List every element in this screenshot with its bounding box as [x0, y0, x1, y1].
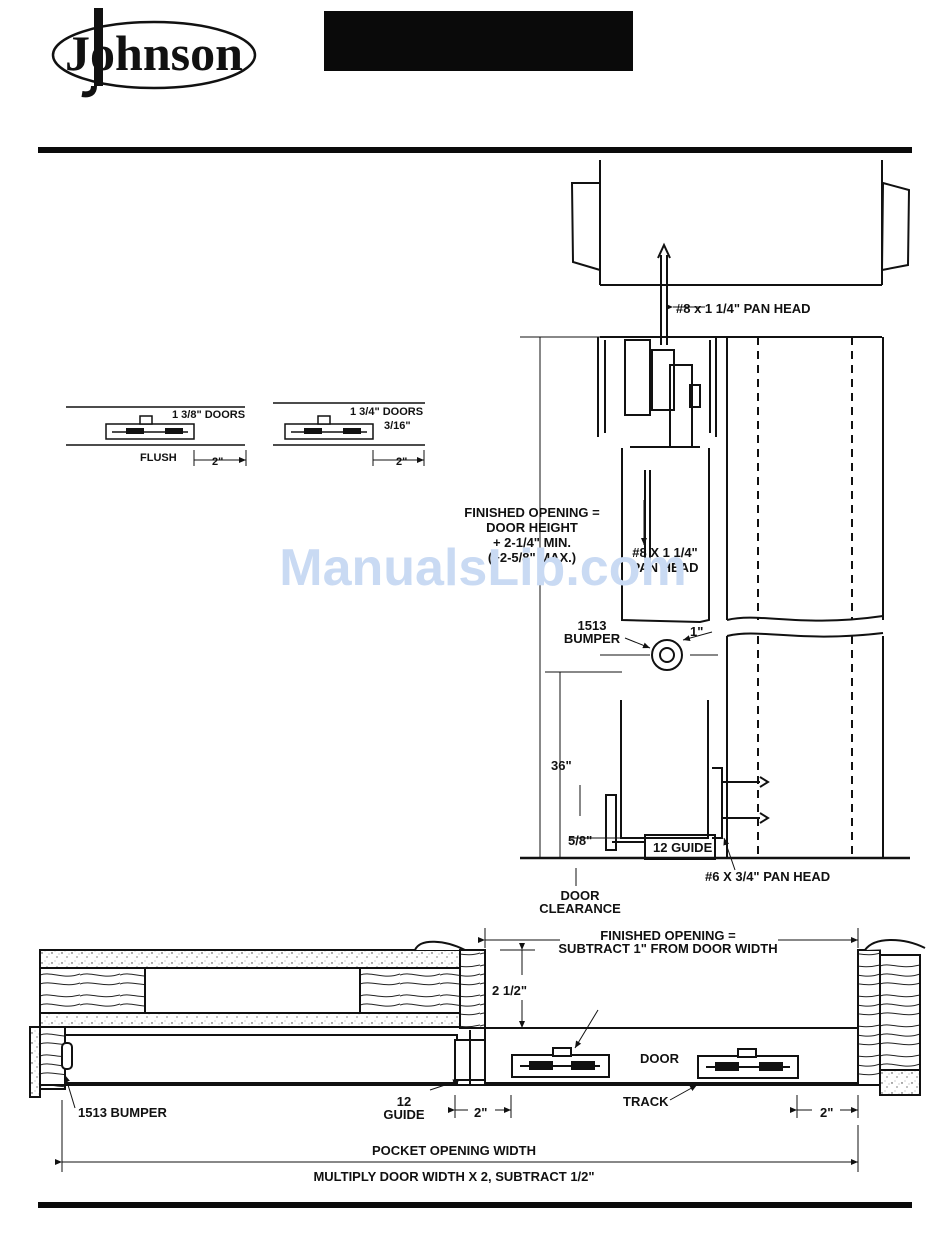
- watermark: ManualsLib.com: [279, 539, 686, 597]
- plan-guide-line-2: GUIDE: [383, 1107, 425, 1122]
- header-rule: [38, 147, 912, 153]
- side-elevation: [520, 160, 911, 886]
- guide-label: 12 GUIDE: [653, 840, 713, 855]
- plan-guide-line-1: 12: [397, 1094, 411, 1109]
- door-clearance-line-1: DOOR: [561, 888, 601, 903]
- finished-opening-line-3: + 2-1/4" MIN.: [493, 535, 571, 550]
- detail-1-flush: FLUSH: [140, 452, 177, 464]
- side-elevation-labels: #8 x 1 1/4" PAN HEAD FINISHED OPENING = …: [464, 301, 830, 916]
- finished-opening-line-1: FINISHED OPENING =: [464, 505, 600, 520]
- brand-logo: Johnson: [51, 8, 257, 98]
- detail-1-dim: 2": [212, 456, 223, 468]
- plan-depth-label: 2 1/2": [492, 983, 527, 998]
- screw-top-label: #8 x 1 1/4" PAN HEAD: [676, 301, 811, 316]
- detail-2-dim-a: 3/16": [384, 420, 411, 432]
- finished-opening-line-2: DOOR HEIGHT: [486, 520, 578, 535]
- plan-view-labels: FINISHED OPENING = SUBTRACT 1" FROM DOOR…: [78, 928, 833, 1184]
- plan-dim-left: 2": [474, 1105, 487, 1120]
- plan-finished-opening-line-2: SUBTRACT 1" FROM DOOR WIDTH: [558, 941, 777, 956]
- detail-1-3-8-doors: 1 3/8" DOORS FLUSH 2": [66, 406, 247, 468]
- screw-mid-line-1: #8 X 1 1/4": [632, 545, 697, 560]
- pocket-formula-label: MULTIPLY DOOR WIDTH X 2, SUBTRACT 1/2": [313, 1169, 594, 1184]
- plan-dim-right: 2": [820, 1105, 833, 1120]
- footer-rule: [38, 1202, 912, 1208]
- plan-view: [29, 939, 926, 1098]
- door-clearance-line-2: CLEARANCE: [539, 901, 621, 916]
- plan-track-label: TRACK: [623, 1094, 669, 1109]
- screw-mid-line-2: PAN HEAD: [632, 560, 699, 575]
- detail-1-label: 1 3/8" DOORS: [172, 409, 245, 421]
- height-36-label: 36": [551, 758, 572, 773]
- bumper-label-1: 1513: [578, 618, 607, 633]
- detail-1-3-4-doors: 1 3/4" DOORS 3/16" 2": [273, 402, 425, 468]
- screw-bottom-label: #6 X 3/4" PAN HEAD: [705, 869, 830, 884]
- plan-view-dimensions: [55, 928, 859, 1172]
- bumper-offset-label: 1": [690, 624, 703, 639]
- plan-finished-opening-line-1: FINISHED OPENING =: [600, 928, 736, 943]
- pocket-width-label: POCKET OPENING WIDTH: [372, 1143, 536, 1158]
- plan-bumper-label: 1513 BUMPER: [78, 1105, 167, 1120]
- finished-opening-line-4: (+2-5/8" MAX.): [488, 550, 576, 565]
- side-elevation-leaders: [624, 304, 736, 871]
- plan-door-label: DOOR: [640, 1051, 680, 1066]
- bumper-label-2: BUMPER: [564, 631, 621, 646]
- detail-2-dim-b: 2": [396, 456, 407, 468]
- title-bar: [324, 11, 633, 71]
- clearance-58-label: 5/8": [568, 833, 592, 848]
- logo-text: Johnson: [65, 25, 243, 81]
- detail-2-label: 1 3/4" DOORS: [350, 406, 423, 418]
